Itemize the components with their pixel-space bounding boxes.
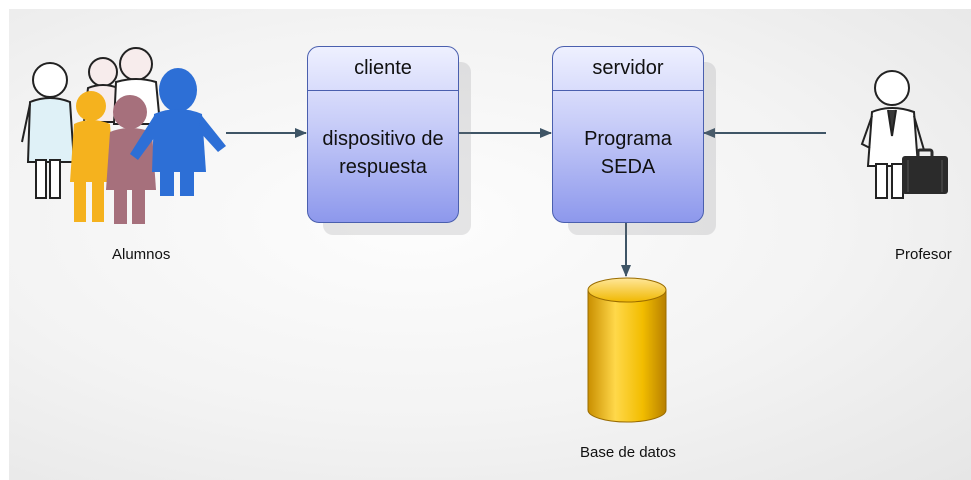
client-body-line2: respuesta <box>339 156 427 178</box>
client-body: dispositivo de respuesta <box>308 91 458 181</box>
client-box: cliente dispositivo de respuesta <box>307 46 459 223</box>
database-label: Base de datos <box>580 444 676 461</box>
client-body-line1: dispositivo de <box>322 128 444 150</box>
client-title: cliente <box>308 47 458 91</box>
server-box: servidor Programa SEDA <box>552 46 704 223</box>
database-cylinder-icon <box>587 277 667 423</box>
students-group-icon <box>21 47 226 224</box>
teacher-icon <box>860 70 948 199</box>
server-title: servidor <box>553 47 703 91</box>
server-body: Programa SEDA <box>553 91 703 181</box>
students-label: Alumnos <box>112 246 171 263</box>
server-body-line1: Programa <box>584 128 672 150</box>
teacher-label: Profesor <box>895 246 952 263</box>
server-body-line2: SEDA <box>600 156 656 178</box>
